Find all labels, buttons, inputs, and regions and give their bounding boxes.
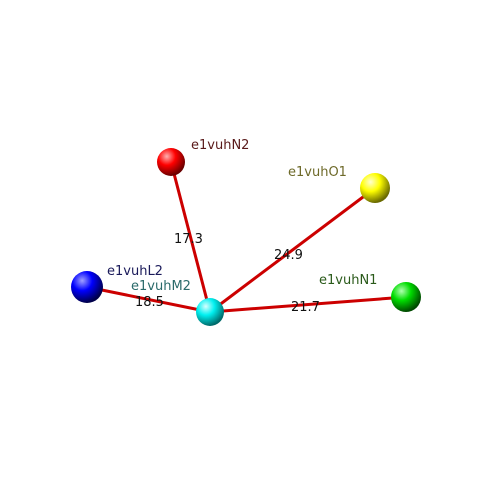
node-label-m2: e1vuhM2: [131, 279, 191, 294]
edge-m2-l2: [85, 285, 212, 314]
edge-label-m2-n1: 21.7: [291, 300, 320, 315]
node-label-n1: e1vuhN1: [319, 273, 377, 288]
node-labels-layer: e1vuhN2 e1vuhO1 e1vuhL2 e1vuhM2 e1vuhN1: [107, 138, 377, 294]
edge-m2-n1: [208, 295, 408, 314]
node-label-n2: e1vuhN2: [191, 138, 249, 153]
node-n1[interactable]: [391, 282, 421, 312]
edges-layer: [85, 160, 408, 314]
node-o1[interactable]: [360, 173, 390, 203]
node-l2[interactable]: [71, 271, 103, 303]
edge-m2-n2: [169, 160, 212, 314]
node-label-l2: e1vuhL2: [107, 264, 163, 279]
nodes-layer: [71, 148, 421, 326]
edge-labels-layer: 17.3 24.9 18.5 21.7: [135, 232, 320, 315]
node-label-o1: e1vuhO1: [288, 165, 347, 180]
edge-label-m2-n2: 17.3: [174, 232, 203, 247]
edge-m2-o1: [208, 186, 377, 314]
edge-label-m2-o1: 24.9: [274, 248, 303, 263]
node-m2[interactable]: [196, 298, 224, 326]
edge-label-m2-l2: 18.5: [135, 295, 164, 310]
node-n2[interactable]: [157, 148, 185, 176]
